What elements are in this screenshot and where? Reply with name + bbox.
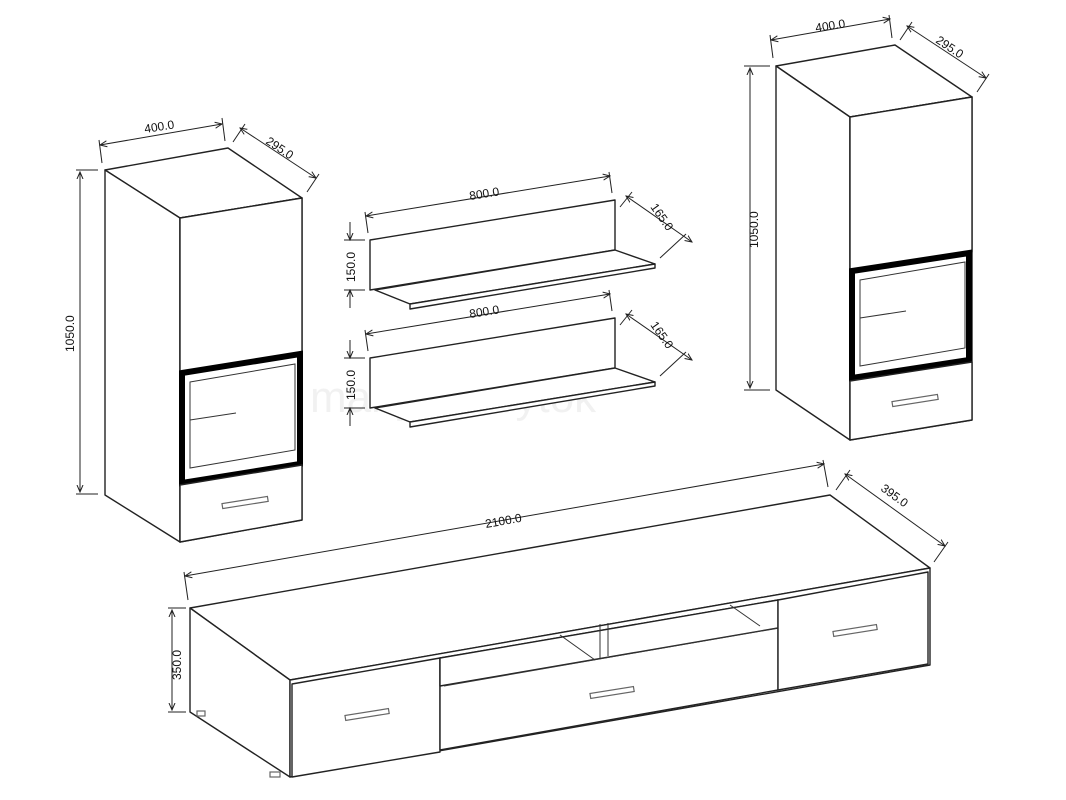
right-drawer-handle (832, 623, 878, 638)
wall-shelf-top: 800.0 165.0 150.0 (344, 171, 692, 310)
dimension-line (626, 196, 692, 242)
dimension-line (364, 329, 369, 352)
tv-stand-depth-label: 395.0 (878, 481, 911, 510)
dimension-line (608, 289, 613, 312)
dimension-line (221, 117, 226, 142)
left-cabinet-depth-label: 295.0 (263, 134, 296, 163)
foot (196, 710, 206, 717)
dimension-line (771, 19, 890, 40)
dimension-line (366, 176, 610, 216)
dimension-line (364, 211, 369, 234)
niche-interior (189, 363, 296, 469)
niche-interior (859, 261, 966, 367)
foot (269, 771, 281, 778)
tv-stand-height-label: 350.0 (170, 650, 184, 680)
upper-door (179, 197, 303, 374)
dimension-line (366, 294, 610, 334)
upper-door (849, 96, 973, 271)
side-face (104, 169, 181, 543)
tv-stand: 2100.0 395.0 350.0 (168, 459, 949, 778)
left-wall-cabinet: 400.0 295.0 1050.0 (63, 117, 320, 543)
left-cabinet-height-label: 1050.0 (63, 315, 77, 352)
dimension-line (100, 124, 222, 145)
dimension-line (899, 21, 913, 41)
outline-line (559, 634, 596, 661)
side-face (775, 65, 851, 441)
right-wall-cabinet: 400.0 295.0 1050.0 (744, 14, 990, 441)
center-drawer-handle (589, 685, 635, 700)
dimension-line (933, 541, 949, 563)
left-drawer-handle (344, 707, 390, 722)
niche-frame (849, 249, 972, 382)
outline-line (409, 381, 656, 428)
dimension-line (306, 173, 320, 193)
right-cabinet-height-label: 1050.0 (747, 211, 761, 248)
dimension-line (907, 26, 986, 78)
dimension-line (976, 73, 990, 93)
dimension-line (659, 351, 687, 377)
shelf-top-height-label: 150.0 (344, 252, 358, 282)
dimension-line (835, 469, 851, 491)
dimension-line (608, 171, 613, 194)
dimension-line (769, 34, 774, 59)
dimension-line (626, 314, 692, 360)
left-cabinet-width-label: 400.0 (143, 117, 175, 136)
outline-line (189, 412, 237, 421)
outline-line (859, 310, 907, 319)
drawer-handle (891, 393, 939, 408)
dimension-line (240, 128, 316, 178)
dimension-line (185, 464, 824, 576)
shelf-bottom-height-label: 150.0 (344, 370, 358, 400)
outline-line (729, 604, 761, 627)
right-cabinet-depth-label: 295.0 (933, 33, 966, 62)
shelf-bottom-width-label: 800.0 (468, 302, 500, 321)
right-cabinet-width-label: 400.0 (814, 16, 846, 35)
dimension-line (845, 474, 945, 546)
dimension-line (232, 123, 246, 143)
dimension-line (98, 139, 103, 164)
dimension-line (659, 233, 687, 259)
dimension-line (888, 14, 893, 39)
shelf-top-width-label: 800.0 (468, 184, 500, 203)
wall-shelf-bottom: 800.0 165.0 150.0 (344, 289, 692, 428)
outline-line (443, 627, 779, 687)
tv-stand-width-label: 2100.0 (484, 511, 523, 531)
